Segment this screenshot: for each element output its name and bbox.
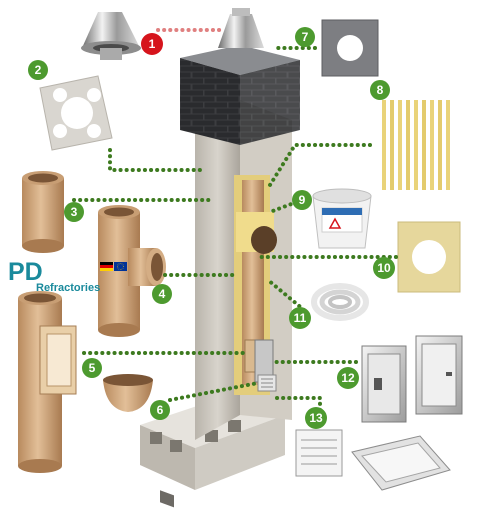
svg-text:8: 8: [377, 83, 384, 97]
chimney-cap: [218, 8, 264, 48]
badge-5: 5: [82, 358, 102, 378]
badge-3: 3: [64, 202, 84, 222]
badge-6: 6: [150, 400, 170, 420]
part-inspection-pipe: [18, 291, 77, 473]
eu-flag-icon: [114, 262, 127, 271]
leader-11: [266, 278, 306, 312]
leader-13: [274, 396, 322, 412]
svg-text:7: 7: [302, 30, 309, 44]
part-ventilation-grille: [295, 429, 451, 491]
svg-text:9: 9: [299, 193, 306, 207]
company-logo: PD Refractories: [8, 258, 127, 294]
leader-2: [108, 148, 202, 172]
part-spacer-rods: [382, 100, 450, 190]
chimney-assembly: [140, 8, 300, 508]
svg-text:11: 11: [294, 311, 307, 325]
leader-lines: [72, 28, 398, 412]
part-inspection-door: [361, 335, 463, 423]
badge-9: 9: [292, 190, 312, 210]
svg-text:1: 1: [149, 37, 156, 51]
badge-8: 8: [370, 80, 390, 100]
svg-text:3: 3: [71, 205, 78, 219]
part-condensate-bowl: [103, 374, 153, 412]
part-insulation-plate: [397, 221, 461, 293]
number-badges: 1 2 3 4 5 6 7 8: [28, 27, 395, 429]
badge-2: 2: [28, 60, 48, 80]
svg-text:5: 5: [89, 361, 96, 375]
badge-11: 11: [289, 307, 311, 329]
leader-8: [268, 143, 372, 187]
badge-1: 1: [141, 33, 163, 55]
svg-text:6: 6: [157, 403, 164, 417]
svg-text:13: 13: [309, 411, 323, 425]
part-sealing-rope: [311, 283, 369, 321]
leader-6: [168, 381, 260, 402]
part-stainless-cap: [81, 12, 141, 60]
german-flag-icon: [100, 262, 113, 271]
badge-7: 7: [295, 27, 315, 47]
svg-text:2: 2: [35, 63, 42, 77]
logo-mark: PD: [8, 258, 43, 286]
badge-10: 10: [373, 257, 395, 279]
brick-chimney-head: [180, 45, 300, 145]
chimney-shaft: [195, 100, 240, 440]
svg-text:10: 10: [377, 261, 391, 275]
part-cover-plate: [321, 19, 379, 77]
badge-4: 4: [152, 284, 172, 304]
logo-wordmark: Refractories: [36, 282, 100, 294]
badge-12: 12: [337, 367, 359, 389]
svg-text:12: 12: [341, 371, 355, 385]
chimney-grille: [257, 374, 277, 392]
part-insulation-board: [39, 75, 113, 151]
part-ceramic-pipe: [22, 171, 64, 253]
badge-13: 13: [305, 407, 327, 429]
svg-text:4: 4: [159, 287, 166, 301]
part-sealant-bucket: [312, 188, 372, 249]
